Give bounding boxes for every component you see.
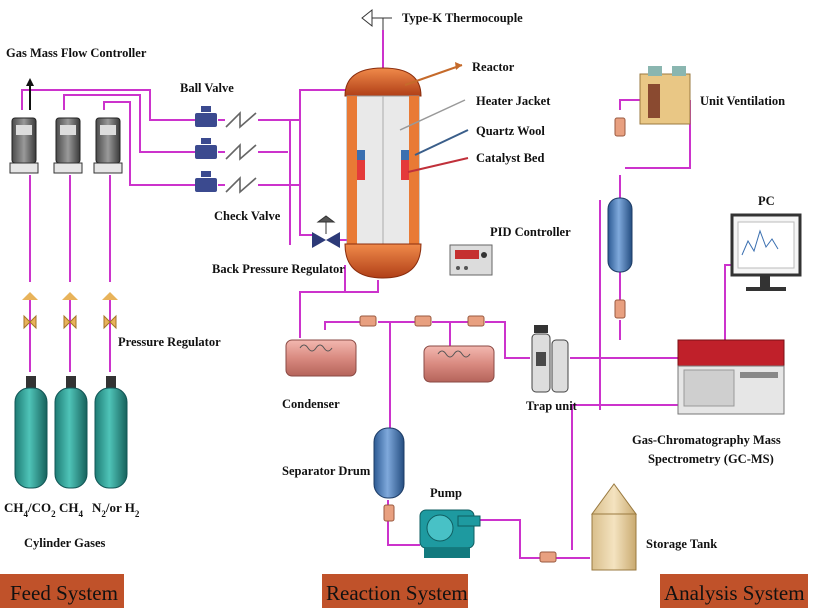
label-quartz-wool: Quartz Wool — [476, 124, 545, 138]
banner-feed — [0, 574, 124, 608]
section-feed: Feed System — [10, 581, 118, 605]
reactor — [344, 67, 422, 279]
cylinder-1 — [14, 387, 48, 489]
banner-analysis — [660, 574, 808, 608]
label-condenser: Condenser — [282, 397, 340, 411]
pressure-regulators — [22, 292, 118, 330]
mfc-1 — [11, 117, 37, 164]
line-valves — [359, 117, 626, 563]
label-thermocouple: Type-K Thermocouple — [402, 11, 523, 25]
analysis-drum — [607, 197, 633, 273]
trap-unit — [531, 325, 569, 393]
section-reaction: Reaction System — [326, 581, 468, 605]
banner-reaction — [322, 574, 468, 608]
label-storage: Storage Tank — [646, 537, 717, 551]
cylinder-label-1: CH4/CO2 — [4, 500, 56, 519]
valve-7 — [614, 117, 626, 137]
labels: Type-K Thermocouple Gas Mass Flow Contro… — [4, 11, 785, 551]
valve-1 — [359, 315, 377, 327]
pc — [730, 213, 802, 291]
mfc-2 — [55, 117, 81, 164]
label-pump: Pump — [430, 486, 462, 500]
cylinder-2 — [54, 387, 88, 489]
leader-lines — [399, 62, 469, 173]
label-cylinder-gases: Cylinder Gases — [24, 536, 106, 550]
pressure-regulator-3 — [102, 292, 118, 330]
ball-valve-1 — [195, 106, 217, 127]
catalyst-bed-right — [401, 160, 409, 180]
label-reactor: Reactor — [472, 60, 515, 74]
section-banners: Feed System Reaction System Analysis Sys… — [0, 574, 808, 608]
check-valve-3 — [225, 176, 257, 194]
label-heater-jacket: Heater Jacket — [476, 94, 551, 108]
label-ball-valve: Ball Valve — [180, 81, 234, 95]
cylinder-3 — [94, 387, 128, 489]
condensers — [285, 339, 495, 383]
back-pressure-regulator — [312, 215, 340, 248]
label-trap: Trap unit — [526, 399, 578, 413]
label-bpr: Back Pressure Regulator — [212, 262, 345, 276]
separator-drum — [373, 427, 405, 499]
valve-4 — [539, 551, 557, 563]
valve-3 — [467, 315, 485, 327]
label-unit-ventilation: Unit Ventilation — [700, 94, 785, 108]
catalyst-bed-left — [357, 160, 365, 180]
pid-controller — [449, 244, 493, 276]
ball-valves — [195, 106, 217, 192]
cylinder-label-2: CH4 — [59, 500, 84, 519]
mass-flow-controllers — [9, 78, 123, 174]
condenser-2 — [423, 345, 495, 383]
label-separator: Separator Drum — [282, 464, 371, 478]
unit-ventilation — [639, 66, 691, 125]
label-pressure-regulator: Pressure Regulator — [118, 335, 221, 349]
ball-valve-2 — [195, 138, 217, 159]
check-valves — [225, 111, 257, 194]
condenser-1 — [285, 339, 357, 377]
gas-cylinders — [14, 376, 128, 489]
mfc-3 — [95, 117, 121, 164]
pressure-regulator-2 — [62, 292, 78, 330]
valve-2 — [414, 315, 432, 327]
label-check-valve: Check Valve — [214, 209, 281, 223]
section-analysis: Analysis System — [664, 581, 805, 605]
gc-ms-instrument — [677, 339, 785, 415]
heater-jacket-left — [347, 96, 357, 244]
check-valve-2 — [225, 143, 257, 161]
thermocouple — [361, 8, 392, 30]
valve-5 — [383, 504, 395, 522]
reactor-bottom-dome — [344, 243, 422, 279]
pump — [419, 509, 481, 558]
label-pc: PC — [758, 194, 775, 208]
label-pid: PID Controller — [490, 225, 571, 239]
ball-valve-3 — [195, 171, 217, 192]
label-gcms-line2: Spectrometry (GC-MS) — [648, 452, 774, 466]
label-catalyst-bed: Catalyst Bed — [476, 151, 544, 165]
label-gcms-line1: Gas-Chromatography Mass — [632, 433, 781, 447]
cylinder-label-3: N2/or H2 — [92, 500, 140, 519]
label-mfc: Gas Mass Flow Controller — [6, 46, 147, 60]
storage-tank — [591, 483, 637, 571]
pressure-regulator-1 — [22, 292, 38, 330]
valve-6 — [614, 299, 626, 319]
reactor-top-dome — [344, 67, 422, 97]
check-valve-1 — [225, 111, 257, 129]
